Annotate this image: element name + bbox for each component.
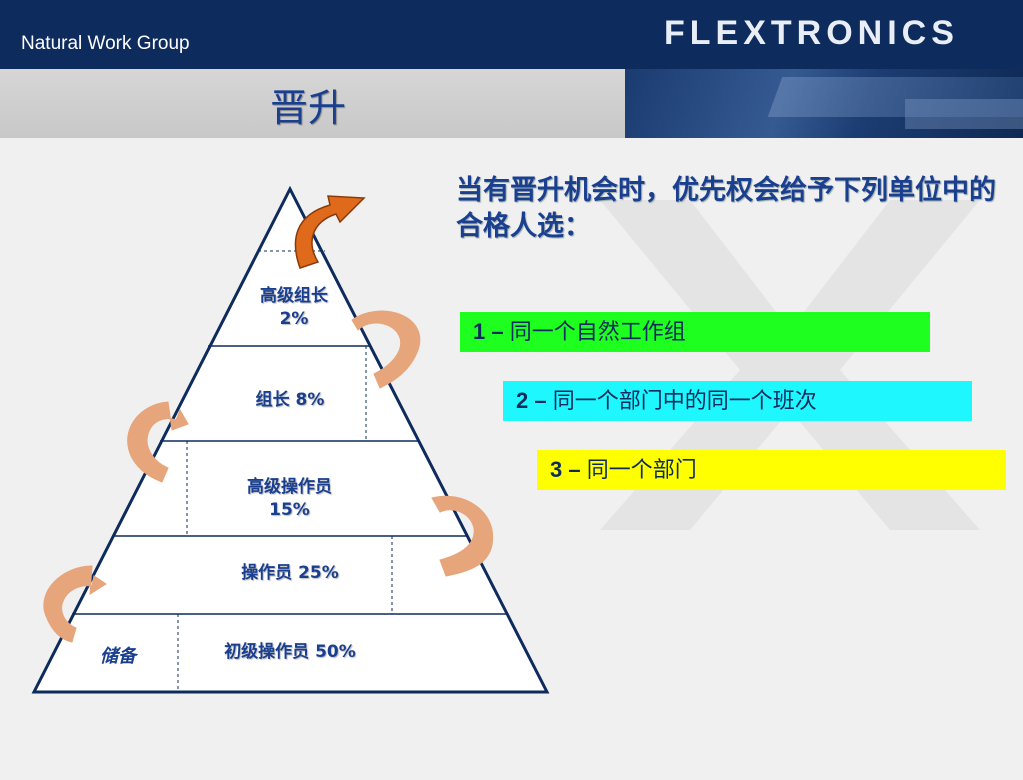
intro-text: 当有晋升机会时，优先权会给予下列单位中的合格人选：: [456, 175, 996, 242]
priority-option-2: 2 – 同一个部门中的同一个班次: [503, 381, 972, 421]
page-title: 晋升: [270, 86, 347, 130]
level-team-leader: 组长 8%: [255, 390, 325, 410]
pyramid-diagram: [31, 185, 550, 694]
header-bar: Natural Work Group FLEXTRONICS: [0, 0, 1023, 69]
level-junior-operator: 初级操作员 50%: [224, 642, 356, 662]
circular-arrow-icon: [43, 565, 107, 643]
circular-arrow-icon: [431, 495, 494, 577]
title-bar: 晋升: [0, 69, 625, 138]
priority-option-1: 1 – 同一个自然工作组: [460, 312, 930, 352]
circular-arrow-icon: [351, 310, 421, 389]
header-photo: [625, 69, 1023, 138]
group-name: Natural Work Group: [21, 33, 190, 54]
level-operator: 操作员 25%: [241, 563, 339, 583]
curved-arrow-icon: [294, 195, 366, 269]
company-logo: FLEXTRONICS: [664, 14, 959, 52]
reserve-label: 储备: [100, 646, 136, 667]
circular-arrow-icon: [127, 401, 189, 483]
watermark-x-icon: [600, 200, 980, 530]
priority-option-3: 3 – 同一个部门: [537, 450, 1006, 490]
